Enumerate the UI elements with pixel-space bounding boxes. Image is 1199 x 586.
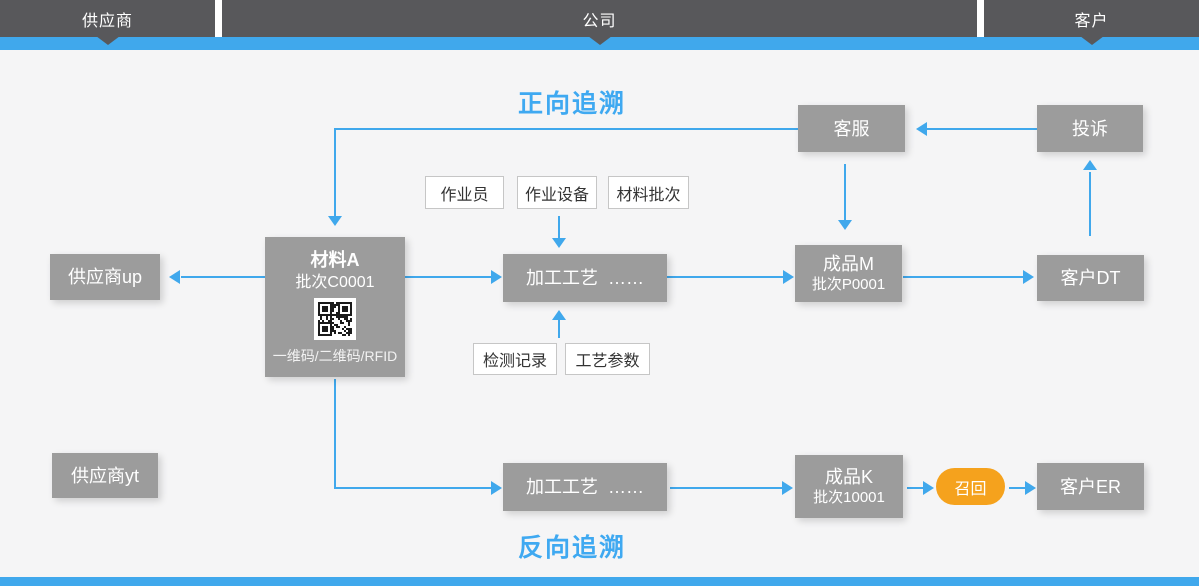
- arrowhead-left-icon: [916, 122, 927, 136]
- node-material-a: 材料A 批次C0001 一维码/二维码/RFID: [265, 237, 405, 377]
- node-supplier-yt: 供应商yt: [52, 453, 158, 498]
- header-label-customer: 客户: [1074, 12, 1109, 30]
- node-label: 供应商up: [67, 267, 143, 287]
- header-segment-company: 公司: [222, 0, 977, 45]
- node-label: 客户DT: [1060, 268, 1121, 288]
- node-label: 投诉: [1072, 118, 1108, 139]
- connector-service-to-product-m: [844, 164, 846, 220]
- tag-inspection-record: 检测记录: [473, 343, 557, 375]
- connector-material-to-supplier-up: [181, 276, 265, 278]
- arrowhead-up-icon: [552, 310, 566, 320]
- tag-equipment: 作业设备: [517, 176, 597, 209]
- node-supplier-up: 供应商up: [50, 254, 160, 300]
- tag-label: 检测记录: [482, 353, 547, 370]
- pointer-down-icon: [1079, 36, 1104, 45]
- connector-recall-to-customer-er: [1009, 487, 1025, 489]
- node-batch: 批次C0001: [295, 273, 375, 291]
- connector-material-to-process: [405, 276, 491, 278]
- pointer-down-icon: [95, 36, 120, 45]
- arrowhead-right-icon: [1023, 270, 1034, 284]
- connector-service-to-material: [334, 128, 798, 130]
- arrowhead-down-icon: [838, 220, 852, 230]
- node-customer-dt: 客户DT: [1037, 255, 1144, 301]
- arrowhead-right-icon: [783, 270, 794, 284]
- header-label-supplier: 供应商: [81, 12, 133, 30]
- connector-product-k-to-recall: [907, 487, 923, 489]
- arrowhead-right-icon: [782, 481, 793, 495]
- node-process-bottom: 加工工艺 ……: [503, 463, 667, 511]
- header-segment-customer: 客户: [984, 0, 1199, 45]
- node-label: 供应商yt: [70, 465, 139, 486]
- code-caption: 一维码/二维码/RFID: [272, 347, 398, 364]
- arrowhead-down-icon: [328, 216, 342, 226]
- connector-equipment-to-process: [558, 216, 560, 238]
- node-product-m: 成品M 批次P0001: [795, 245, 902, 302]
- connector-material-to-process-bottom: [334, 379, 336, 489]
- arrowhead-right-icon: [491, 481, 502, 495]
- tag-label: 工艺参数: [575, 353, 640, 370]
- tag-label: 材料批次: [616, 186, 681, 204]
- recall-badge: 召回: [936, 468, 1005, 505]
- arrowhead-right-icon: [491, 270, 502, 284]
- tag-label: 作业员: [440, 186, 489, 204]
- connector-customer-dt-to-complaint: [1089, 172, 1091, 236]
- arrowhead-up-icon: [1083, 160, 1097, 170]
- recall-label: 召回: [954, 480, 987, 498]
- connector-service-to-material: [334, 128, 336, 218]
- backward-trace-title: 反向追溯: [517, 534, 626, 562]
- qr-code: [314, 297, 356, 340]
- header-label-company: 公司: [582, 12, 617, 30]
- node-title: 成品M: [823, 254, 874, 274]
- node-label: 客服: [833, 118, 870, 139]
- node-batch: 批次P0001: [811, 276, 886, 293]
- arrowhead-right-icon: [923, 481, 934, 495]
- node-customer-service: 客服: [798, 105, 905, 152]
- connector-process-to-product-m: [667, 276, 783, 278]
- tag-material-batch: 材料批次: [608, 176, 689, 209]
- arrowhead-down-icon: [552, 238, 566, 248]
- header-segment-supplier: 供应商: [0, 0, 215, 45]
- node-batch: 批次10001: [813, 489, 885, 506]
- node-process-top: 加工工艺 ……: [503, 254, 667, 302]
- forward-trace-title: 正向追溯: [517, 90, 626, 118]
- node-label: 客户ER: [1059, 476, 1121, 497]
- pointer-down-icon: [587, 36, 612, 45]
- connector-complaint-to-service: [927, 128, 1037, 130]
- tag-label: 作业设备: [524, 186, 589, 204]
- node-complaint: 投诉: [1037, 105, 1143, 152]
- connector-records-to-process: [558, 320, 560, 338]
- arrowhead-left-icon: [169, 270, 180, 284]
- node-product-k: 成品K 批次10001: [795, 455, 903, 518]
- bottom-blue-bar: [0, 577, 1199, 586]
- connector-material-to-process-bottom: [334, 487, 491, 489]
- node-label: 加工工艺 ……: [525, 268, 644, 288]
- connector-process-to-product-k: [670, 487, 782, 489]
- node-title: 成品K: [824, 467, 873, 487]
- tag-process-params: 工艺参数: [565, 343, 650, 375]
- tag-operator: 作业员: [425, 176, 504, 209]
- node-customer-er: 客户ER: [1037, 463, 1144, 510]
- node-label: 加工工艺 ……: [525, 477, 644, 497]
- arrowhead-right-icon: [1025, 481, 1036, 495]
- connector-product-m-to-customer-dt: [903, 276, 1023, 278]
- node-title: 材料A: [310, 249, 360, 270]
